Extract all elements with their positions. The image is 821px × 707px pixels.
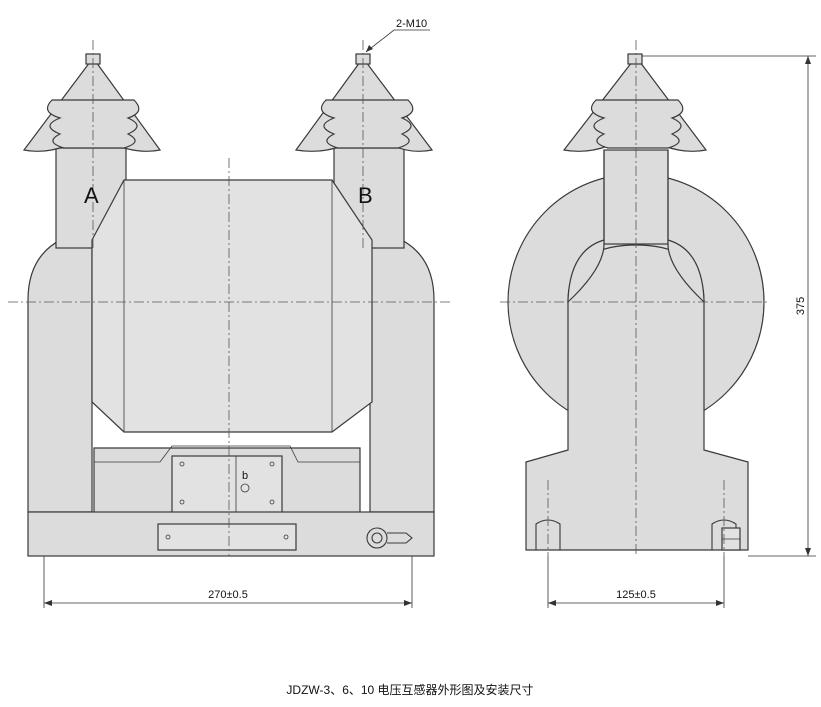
- dimension-lines: [43, 29, 816, 608]
- secondary-terminal-screw: [240, 483, 250, 493]
- side-view: [500, 40, 770, 556]
- ground-bolt-front: [366, 527, 413, 549]
- front-view: [8, 40, 450, 557]
- secondary-terminal-box: [171, 455, 283, 519]
- insulator-b: [294, 53, 434, 152]
- insulator-side: [562, 53, 708, 152]
- bolt-spec-label: 2-M10: [396, 18, 427, 30]
- front-width-dimension: 270±0.5: [208, 589, 248, 601]
- height-dimension: 375: [795, 297, 807, 315]
- nameplate: [157, 523, 297, 551]
- terminal-b-label: B: [358, 183, 373, 208]
- front-coil-body: [91, 179, 373, 433]
- drawing-caption: JDZW-3、6、10 电压互感器外形图及安装尺寸: [286, 682, 533, 697]
- front-body-base: [27, 229, 93, 513]
- front-body-base-right: [369, 229, 435, 513]
- side-width-dimension: 125±0.5: [616, 589, 656, 601]
- terminal-a-label: A: [84, 183, 99, 208]
- insulator-a: [22, 53, 162, 152]
- secondary-terminal-label: b: [242, 470, 248, 482]
